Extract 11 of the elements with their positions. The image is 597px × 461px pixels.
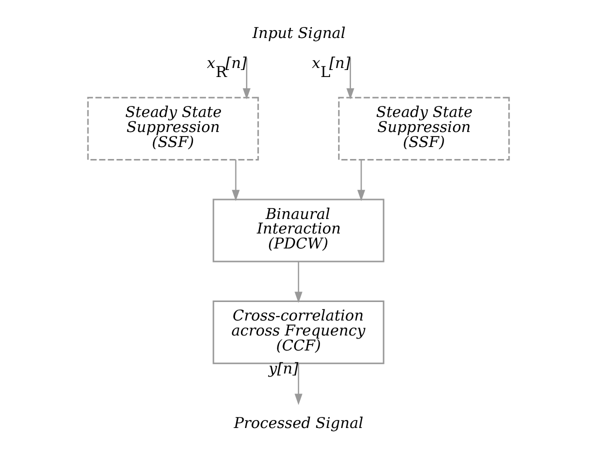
node-text: Processed Signal <box>234 414 364 432</box>
arrow <box>346 58 354 100</box>
node-text: Input Signal <box>252 24 346 42</box>
arrow <box>232 160 240 202</box>
arrow <box>357 160 366 202</box>
arrow <box>294 364 302 405</box>
node-box: Binaural Interaction (PDCW) <box>212 198 384 262</box>
arrow <box>242 58 251 100</box>
node-box: Steady State Suppression (SSF) <box>87 96 259 160</box>
node-box: Steady State Suppression (SSF) <box>338 96 510 160</box>
arrow <box>294 262 302 303</box>
